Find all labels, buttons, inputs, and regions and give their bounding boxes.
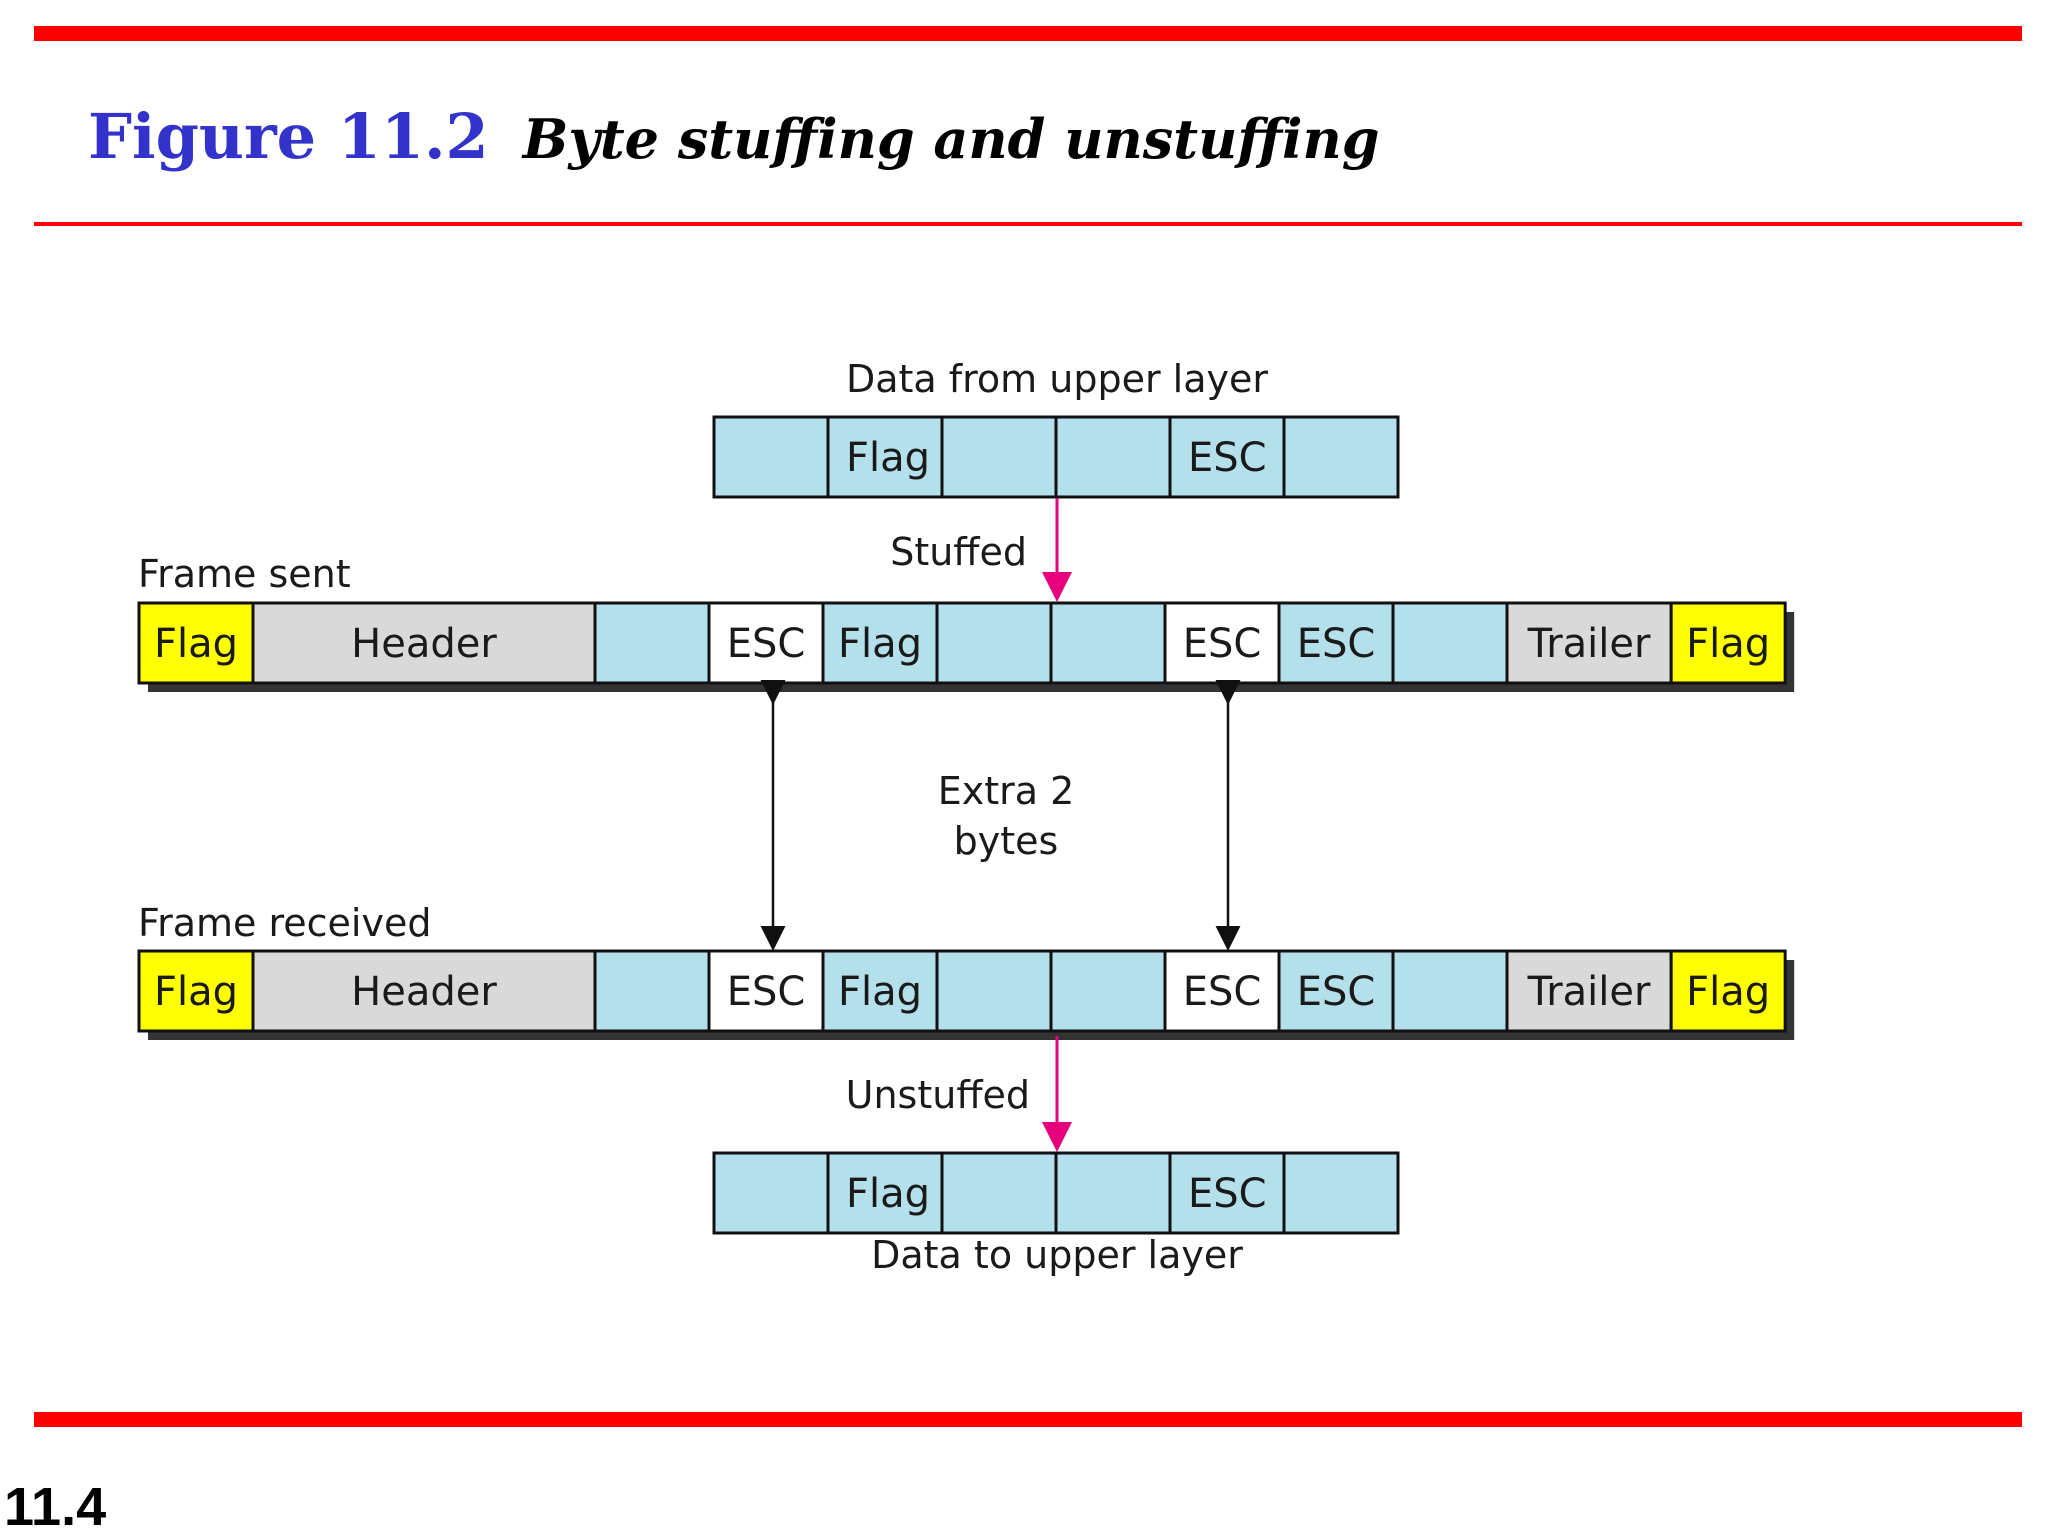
frame-sent-label: Frame sent	[138, 552, 351, 596]
frame-received-cell-header	[251, 949, 597, 1033]
frame-sent-cell-header	[251, 601, 597, 685]
data-to-upper-row: Flag ESC	[712, 1151, 1400, 1235]
frame-received-cell-stuffed	[1163, 949, 1281, 1033]
data-to-upper-cell-data	[1282, 1151, 1400, 1235]
frame-sent-cell-label: ESC	[1183, 621, 1262, 667]
data-from-upper-cell-data	[1282, 415, 1400, 499]
frame-received-cell-data	[935, 949, 1053, 1033]
frame-sent-cell-data	[821, 601, 939, 685]
frame-received-cell-label: Flag	[838, 969, 922, 1015]
frame-received-cell-label: ESC	[1297, 969, 1376, 1015]
frame-sent-cell-label: Header	[351, 621, 497, 667]
frame-received-cell-label: ESC	[1183, 969, 1262, 1015]
frame-received-cell-data	[1049, 949, 1167, 1033]
frame-received-cell-flag	[137, 949, 255, 1033]
data-to-upper-cell-data	[1054, 1151, 1172, 1235]
figure-title: Figure 11.2 Byte stuffing and unstuffing	[88, 100, 1380, 173]
data-from-upper-cell-label: ESC	[1188, 435, 1267, 481]
figure-number: Figure 11.2	[88, 100, 489, 173]
frame-received-cell-data	[1391, 949, 1509, 1033]
data-to-upper-cell-data	[940, 1151, 1058, 1235]
frame-received-cell-flag	[1669, 949, 1787, 1033]
data-from-upper-label: Data from upper layer	[846, 357, 1268, 401]
data-from-upper-cell-data	[826, 415, 944, 499]
extra-bytes-label-line1: Extra 2	[938, 769, 1075, 813]
data-from-upper-cell-data	[712, 415, 830, 499]
frame-sent-cell-stuffed	[1163, 601, 1281, 685]
frame-received-cell-data	[593, 949, 711, 1033]
frame-sent-cell-label: Flag	[838, 621, 922, 667]
frame-sent-cell-label: Flag	[1686, 621, 1770, 667]
frame-received-cell-data	[1277, 949, 1395, 1033]
frame-sent-cell-label: Flag	[154, 621, 238, 667]
frame-received-cell-label: Flag	[1686, 969, 1770, 1015]
frame-received-cell-header	[1505, 949, 1673, 1033]
frame-sent-cell-data	[1049, 601, 1167, 685]
frame-sent-cell-stuffed	[707, 601, 825, 685]
frame-received-cell-label: Trailer	[1527, 969, 1651, 1015]
frame-sent-cell-header	[1505, 601, 1673, 685]
data-to-upper-label: Data to upper layer	[871, 1233, 1243, 1277]
unstuffed-label: Unstuffed	[846, 1073, 1030, 1117]
data-to-upper-cell-data	[712, 1151, 830, 1235]
data-from-upper-cell-data	[1054, 415, 1172, 499]
frame-received-cell-label: Header	[351, 969, 497, 1015]
frame-received-cell-label: ESC	[727, 969, 806, 1015]
frame-received-cell-label: Flag	[154, 969, 238, 1015]
data-from-upper-cell-data	[940, 415, 1058, 499]
frame-received-label: Frame received	[138, 901, 431, 945]
bottom-red-rule	[34, 1412, 2022, 1427]
frame-sent-cell-data	[935, 601, 1053, 685]
frame-sent-row: Flag Header ESC Flag ESC ESC Trailer Flag	[137, 601, 1795, 692]
frame-received-cell-stuffed	[707, 949, 825, 1033]
slide-number: 11.4	[4, 1477, 107, 1537]
data-from-upper-cell-label: Flag	[846, 435, 930, 481]
frame-received-row: Flag Header ESC Flag ESC ESC Trailer Flag	[137, 949, 1795, 1040]
data-to-upper-cell-label: ESC	[1188, 1171, 1267, 1217]
frame-received-cell-data	[821, 949, 939, 1033]
frame-sent-cell-label: ESC	[1297, 621, 1376, 667]
frame-sent-cell-data	[1391, 601, 1509, 685]
figure-caption: Byte stuffing and unstuffing	[522, 107, 1380, 171]
data-to-upper-cell-label: Flag	[846, 1171, 930, 1217]
frame-sent-cell-data	[593, 601, 711, 685]
stuffed-label: Stuffed	[890, 530, 1027, 574]
frame-sent-cell-label: Trailer	[1527, 621, 1651, 667]
top-red-rule	[34, 26, 2022, 41]
frame-sent-cell-flag	[1669, 601, 1787, 685]
data-from-upper-row: Flag ESC	[712, 415, 1400, 499]
title-underline-rule	[34, 222, 2022, 226]
data-from-upper-cell-data	[1168, 415, 1286, 499]
data-to-upper-cell-data	[1168, 1151, 1286, 1235]
extra-bytes-label-line2: bytes	[954, 819, 1059, 863]
frame-sent-cell-label: ESC	[727, 621, 806, 667]
